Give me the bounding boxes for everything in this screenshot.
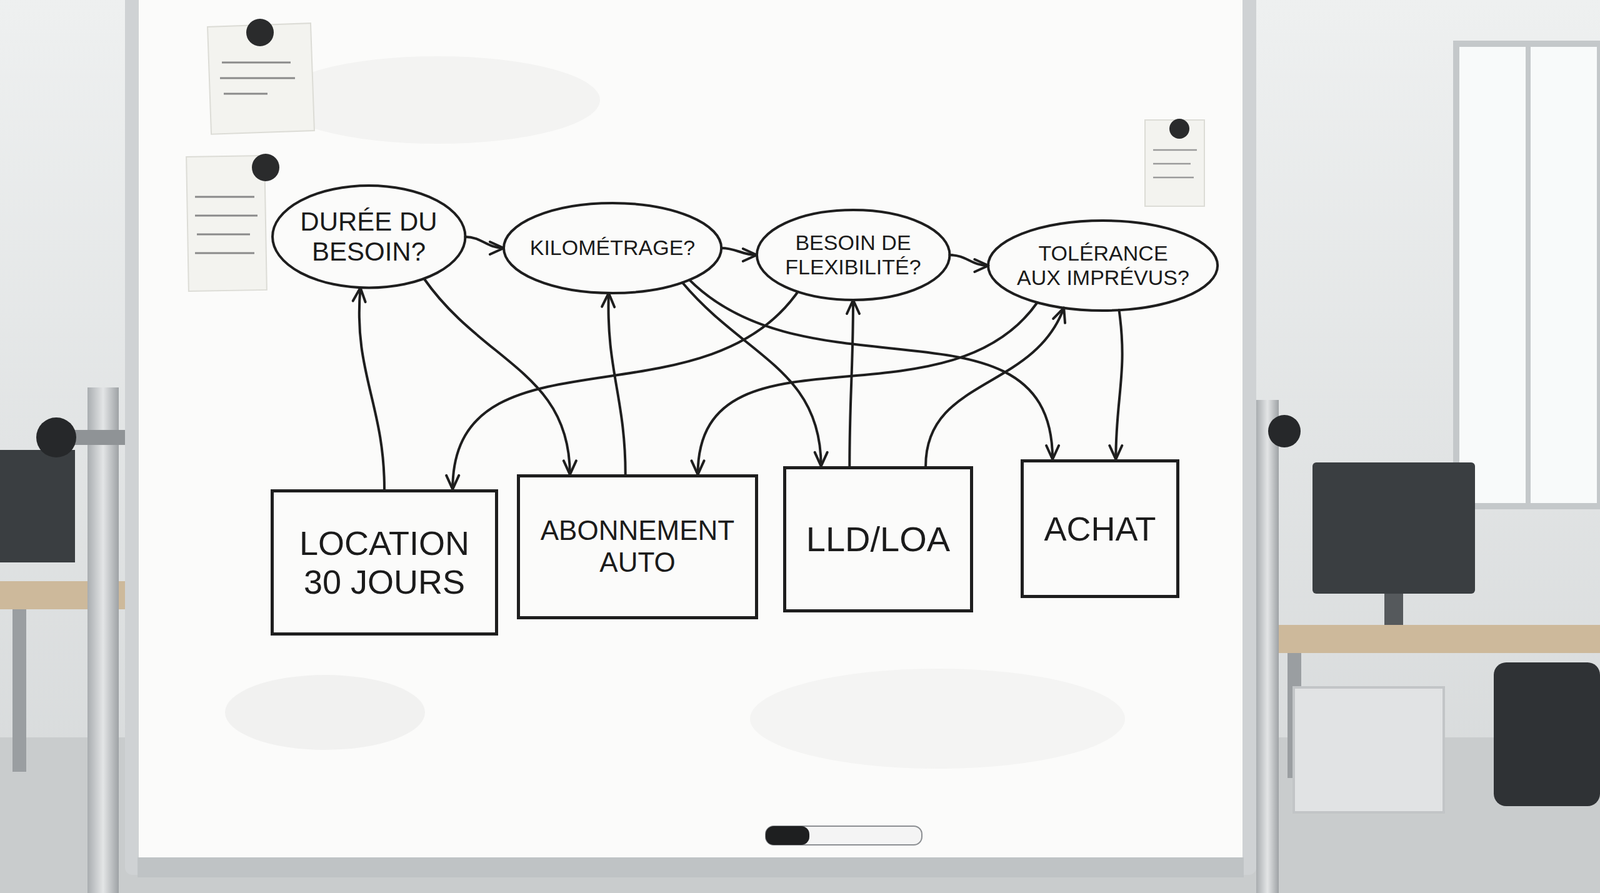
window [1456,43,1600,507]
node-content: TOLÉRANCE AUX IMPRÉVUS? [1015,241,1191,290]
connector-arrow [1115,310,1122,460]
office-chair [1493,662,1600,807]
connector-arrow [452,291,798,490]
marker-tray [137,857,1244,878]
monitor [0,450,75,563]
stand-pole [1256,400,1279,893]
node-label: TOLÉRANCE AUX IMPRÉVUS? [1015,241,1191,290]
window-frame [1456,43,1600,507]
question-ellipse: TOLÉRANCE AUX IMPRÉVUS? [986,218,1220,313]
connector-arrow [359,288,385,490]
sticky-scribble [195,196,258,254]
board-smudge [275,56,600,144]
board-surface [138,0,1243,862]
node-label: KILOMÉTRAGE? [530,235,696,260]
connector-arrow [608,293,625,475]
option-box: ABONNEMENT AUTO [516,474,759,619]
stand-pole [87,387,119,893]
desk-leg [12,609,27,772]
board-smudge [225,675,425,750]
node-content: LLD/LOA [806,519,950,560]
marker-cap [765,826,810,845]
option-box: ACHAT [1020,459,1179,599]
node-label: LOCATION 30 JOURS [293,523,475,602]
magnet [251,153,280,182]
node-content: DURÉE DU BESOIN? [296,206,441,268]
connector-arrow [721,248,757,255]
stand-knob [36,417,77,458]
board-smudge [750,668,1125,769]
magnet [1169,118,1190,139]
sticky-scribble [1153,150,1197,178]
sticky-note [186,155,267,292]
connector-arrow [849,300,854,467]
monitor [1312,462,1475,594]
connector-arrow [949,255,989,266]
node-label: ABONNEMENT AUTO [537,515,738,579]
node-content: ACHAT [1043,509,1156,549]
option-box: LOCATION 30 JOURS [270,489,499,636]
node-label: BESOIN DE FLEXIBILITÉ? [781,230,925,280]
question-ellipse: KILOMÉTRAGE? [501,201,724,295]
ellipse-shape [503,203,722,294]
ellipse-shape [988,220,1218,311]
option-box: LLD/LOA [783,466,974,613]
node-label: LLD/LOA [806,519,950,560]
connector-arrow [925,308,1064,467]
desk-top [1268,625,1600,654]
ellipse-shape [272,185,465,289]
window-mullion [1525,43,1531,507]
connector-arrow [465,236,504,249]
magnet [246,18,274,47]
node-content: ABONNEMENT AUTO [537,515,738,579]
board-frame [125,0,1257,875]
question-ellipse: BESOIN DE FLEXIBILITÉ? [755,208,952,302]
connector-arrow [424,278,570,475]
drawer-unit [1293,687,1444,813]
node-content: BESOIN DE FLEXIBILITÉ? [781,230,925,280]
node-content: KILOMÉTRAGE? [530,235,696,260]
node-label: DURÉE DU BESOIN? [296,206,441,268]
node-label: ACHAT [1043,509,1156,549]
ellipse-shape [756,210,950,300]
sticky-scribble [220,62,295,94]
connector-arrow [689,280,1053,460]
question-ellipse: DURÉE DU BESOIN? [270,183,468,290]
stand-knob [1268,415,1301,448]
connector-arrow [698,302,1038,475]
marker-body [765,826,922,845]
node-content: LOCATION 30 JOURS [293,523,475,602]
